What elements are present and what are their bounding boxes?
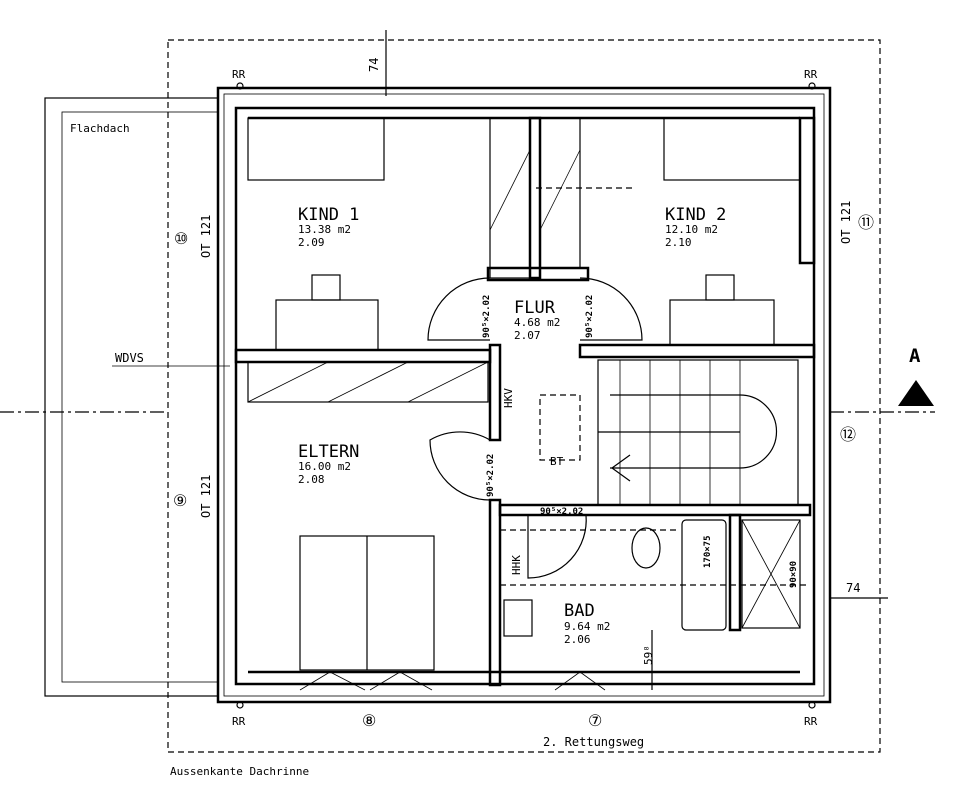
room-name: FLUR: [514, 298, 556, 318]
room-eltern: ELTERN 16.00 m2 2.08: [298, 442, 359, 486]
rr-label: RR: [232, 715, 246, 728]
wardrobes: [247, 117, 636, 403]
window-number: ⑩: [174, 229, 188, 248]
room-name: BAD: [564, 601, 595, 621]
hkv-label: HKV: [502, 388, 515, 408]
flat-roof-label: Flachdach: [70, 122, 130, 135]
window-type: OT 121: [199, 215, 213, 258]
room-height: 2.07: [514, 329, 541, 342]
room-height: 2.09: [298, 236, 325, 249]
room-area: 12.10 m2: [665, 223, 718, 236]
door-size: 90⁵×2.02: [540, 507, 583, 517]
doors: [299, 277, 643, 691]
furniture: [247, 117, 801, 671]
window-number: ⑨: [173, 491, 187, 510]
rr-label: RR: [232, 68, 246, 81]
gutter-outline: [167, 39, 881, 753]
bathtub-size: 170×75: [703, 535, 713, 568]
hhk-label: HHK: [510, 555, 523, 575]
bt-box: [539, 394, 581, 461]
room-kind2: KIND 2 12.10 m2 2.10: [665, 205, 726, 249]
shower: [741, 519, 801, 629]
room-name: KIND 1: [298, 205, 359, 225]
room-name: KIND 2: [665, 205, 726, 225]
sink: [503, 599, 533, 637]
section-line: [0, 380, 935, 413]
window-number: ⑦: [588, 711, 602, 730]
bt-label: BT: [550, 455, 564, 468]
rr-label: RR: [804, 68, 818, 81]
toilet: [631, 527, 661, 569]
room-area: 9.64 m2: [564, 620, 610, 633]
window-number: ⑪: [858, 213, 874, 232]
escape-route-label: 2. Rettungsweg: [543, 735, 644, 749]
rr-label: RR: [804, 715, 818, 728]
shower-size: 90×90: [789, 561, 799, 588]
section-arrow-icon: [898, 380, 934, 406]
dimension-top: 74: [367, 58, 381, 72]
room-height: 2.06: [564, 633, 591, 646]
room-height: 2.10: [665, 236, 692, 249]
room-kind1: KIND 1 13.38 m2 2.09: [298, 205, 359, 249]
bath-fixtures: [500, 519, 810, 637]
sill-height: 59⁸: [642, 645, 655, 665]
section-label: A: [909, 345, 921, 367]
wdvs-label: WDVS: [115, 351, 144, 365]
room-area: 16.00 m2: [298, 460, 351, 473]
room-flur: FLUR 4.68 m2 2.07: [514, 298, 560, 342]
window-type: OT 121: [199, 475, 213, 518]
door-size: 90⁵×2.02: [482, 295, 492, 338]
flat-roof: [44, 97, 219, 697]
gutter-label: Aussenkante Dachrinne: [170, 765, 309, 778]
room-area: 4.68 m2: [514, 316, 560, 329]
bathtub: [681, 519, 727, 631]
door-size: 90⁵×2.02: [585, 295, 595, 338]
room-height: 2.08: [298, 473, 325, 486]
door-size: 90⁵×2.02: [486, 454, 496, 497]
dimension-right: 74: [846, 581, 860, 595]
window-type: OT 121: [839, 201, 853, 244]
room-area: 13.38 m2: [298, 223, 351, 236]
room-name: ELTERN: [298, 442, 359, 462]
room-bad: BAD 9.64 m2 2.06: [564, 601, 610, 646]
window-number: ⑧: [362, 711, 376, 730]
staircase: [597, 359, 799, 506]
window-number: ⑫: [840, 425, 856, 444]
